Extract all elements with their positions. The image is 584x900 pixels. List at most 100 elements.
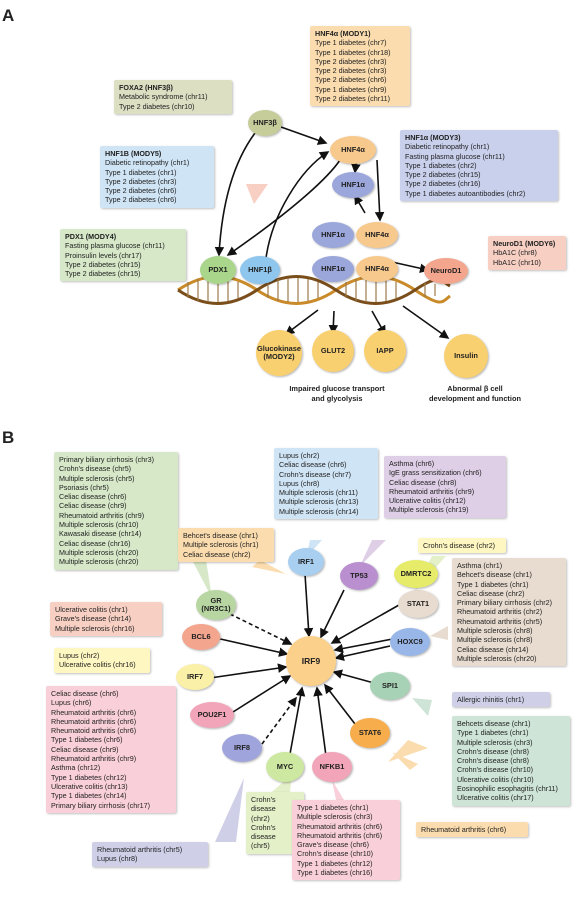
- callout-line: Type 2 diabetes (chr3): [315, 56, 387, 66]
- abnormal-beta-cell-caption: Abnormal β cell development and function: [429, 384, 521, 403]
- hoxc9-callout: Allergic rhinitis (chr1): [452, 692, 550, 708]
- callout-line: Type 2 diabetes (chr15): [65, 259, 141, 269]
- callout-title: HNF4α (MODY1): [315, 29, 371, 38]
- stat6-node: STAT6: [350, 718, 390, 748]
- callout-line: Rheumatoid arthritis (chr9): [389, 486, 475, 496]
- stat1-node: STAT1: [398, 590, 438, 618]
- neurod1-node: NeuroD1: [424, 258, 468, 284]
- pdx1-mody4-callout: PDX1 (MODY4) Fasting plasma glucose (chr…: [60, 229, 186, 282]
- callout-line: Multiple sclerosis (chr20): [457, 653, 537, 663]
- dmrtc2-node: DMRTC2: [394, 560, 438, 588]
- callout-line: Primary biliary cirrhosis (chr2): [457, 598, 553, 608]
- callout-line: Diabetic retinopathy (chr1): [105, 158, 190, 168]
- callout-line: Multiple sclerosis (chr20): [59, 557, 139, 567]
- callout-line: Multiple sclerosis (chr11): [279, 488, 358, 498]
- hnf1a-mody3-callout: HNF1α (MODY3) Diabetic retinopathy (chr1…: [400, 130, 558, 202]
- callout-line: Fasting plasma glucose (chr11): [65, 241, 165, 251]
- pou2f1-callout: Celiac disease (chr6)Lupus (chr6)Rheumat…: [46, 686, 176, 813]
- callout-line: Celiac disease (chr9): [51, 744, 119, 754]
- callout-line: Type 1 diabetes (chr12): [51, 772, 127, 782]
- hnf1b-node: HNF1β: [240, 256, 280, 284]
- stat6-callout: Rheumatoid arthritis (chr6): [416, 822, 528, 838]
- callout-line: Rheumatoid arthritis (chr6): [421, 825, 507, 834]
- callout-line: Celiac disease (chr2): [183, 549, 251, 559]
- callout-line: Crohn's disease (chr8): [457, 756, 530, 766]
- hnf1a-row1-node: HNF1α: [312, 222, 354, 248]
- callout-line: Behcets disease (chr1): [457, 719, 531, 728]
- callout-line: Celiac disease (chr2): [457, 588, 525, 598]
- callout-line: Type 1 diabetes (chr6): [51, 735, 123, 745]
- callout-line: (chr5): [251, 841, 270, 851]
- callout-line: Type 2 diabetes (chr3): [315, 66, 387, 76]
- callout-line: Rheumatoid arthritis (chr9): [59, 510, 145, 520]
- callout-line: Type 1 diabetes (chr1): [297, 803, 369, 812]
- neurod1-mody6-callout: NeuroD1 (MODY6) HbA1C (chr8)HbA1C (chr10…: [488, 236, 566, 270]
- callout-line: Grave's disease (chr6): [297, 840, 370, 850]
- callout-line: Rheumatoid arthritis (chr5): [457, 616, 543, 626]
- insulin-node: Insulin: [444, 334, 488, 378]
- callout-line: Type 2 diabetes (chr15): [65, 269, 141, 279]
- callout-line: Celiac disease (chr16): [59, 538, 131, 548]
- callout-line: Asthma (chr12): [51, 763, 101, 773]
- callout-line: Rheumatoid arthritis (chr6): [51, 726, 137, 736]
- callout-line: Type 2 diabetes (chr6): [105, 186, 177, 196]
- callout-line: Celiac disease (chr6): [279, 460, 347, 470]
- callout-line: Crohn's disease (chr2): [423, 541, 496, 550]
- callout-line: Crohn's disease: [251, 795, 276, 814]
- panel-b-arrows: [209, 573, 400, 757]
- callout-line: Ulcerative colitis (chr12): [389, 496, 466, 506]
- callout-line: Type 2 diabetes (chr16): [405, 179, 481, 189]
- panel-b-label: B: [2, 428, 15, 447]
- callout-title: HNF1B (MODY5): [105, 149, 162, 158]
- callout-line: Rheumatoid arthritis (chr2): [457, 607, 543, 617]
- callout-line: Type 1 diabetes (chr12): [297, 858, 373, 868]
- tp53-callout: Asthma (chr6)IgE grass sensitization (ch…: [384, 456, 506, 518]
- callout-line: Crohn's disease (chr10): [457, 765, 534, 775]
- callout-line: Multiple sclerosis (chr16): [55, 623, 135, 633]
- nfkb1-callout: Type 1 diabetes (chr1)Multiple sclerosis…: [292, 800, 400, 881]
- callout-line: Multiple sclerosis (chr20): [59, 547, 139, 557]
- callout-title: FOXA2 (HNF3β): [119, 83, 173, 92]
- iapp-node: IAPP: [364, 330, 406, 372]
- callout-line: Metabolic syndrome (chr11): [119, 92, 208, 102]
- callout-line: Crohn's disease (chr7): [279, 469, 352, 479]
- callout-line: Type 1 diabetes (chr1): [105, 167, 177, 177]
- callout-line: Grave's disease (chr14): [55, 614, 132, 624]
- pou2f1-node: POU2F1: [190, 702, 234, 728]
- callout-title: NeuroD1 (MODY6): [493, 239, 556, 248]
- callout-line: Crohn's disease (chr10): [297, 849, 374, 859]
- irf9-center-node: IRF9: [286, 636, 336, 686]
- spi1-node: SPI1: [370, 672, 410, 700]
- callout-line: Multiple sclerosis (chr14): [279, 506, 359, 516]
- callout-line: Lupus (chr2): [59, 651, 100, 660]
- callout-line: Multiple sclerosis (chr13): [279, 497, 359, 507]
- callout-line: Celiac disease (chr6): [51, 689, 119, 698]
- behcet-callout: Behcet's disease (chr1)Multiple sclerosi…: [178, 528, 274, 562]
- callout-line: Multiple sclerosis (chr5): [59, 473, 135, 483]
- nfkb1-node: NFKB1: [312, 752, 352, 782]
- callout-line: Lupus (chr6): [51, 698, 92, 708]
- hnf1b-mody5-callout: HNF1B (MODY5) Diabetic retinopathy (chr1…: [100, 146, 214, 208]
- callout-line: Asthma (chr1): [457, 561, 503, 570]
- gr-nr3c1-node: GR (NR3C1): [196, 590, 236, 620]
- gr-callout: Primary biliary cirrhosis (chr3)Crohn's …: [54, 452, 178, 570]
- callout-line: Asthma (chr6): [389, 459, 435, 468]
- callout-line: Rheumatoid arthritis (chr9): [51, 754, 137, 764]
- callout-line: Type 1 diabetes (chr18): [315, 47, 391, 57]
- callout-line: Eosinophilic esophagitis (chr11): [457, 784, 558, 794]
- callout-line: Ulcerative colitis (chr17): [457, 793, 534, 803]
- callout-line: Rheumatoid arthritis (chr6): [51, 707, 137, 717]
- callout-line: HbA1C (chr8): [493, 248, 537, 258]
- panel-a-arrows: [214, 126, 450, 339]
- callout-line: Ulcerative colitis (chr10): [457, 774, 534, 784]
- callout-line: Type 1 diabetes (chr9): [315, 84, 387, 94]
- callout-title: PDX1 (MODY4): [65, 232, 117, 241]
- callout-title: HNF1α (MODY3): [405, 133, 461, 142]
- callout-line: Multiple sclerosis (chr8): [457, 635, 533, 645]
- callout-line: Lupus (chr8): [97, 854, 138, 864]
- dmrtc2-callout: Crohn's disease (chr2): [418, 538, 506, 554]
- bcl6-node: BCL6: [182, 624, 220, 650]
- callout-line: Ulcerative colitis (chr16): [59, 660, 136, 670]
